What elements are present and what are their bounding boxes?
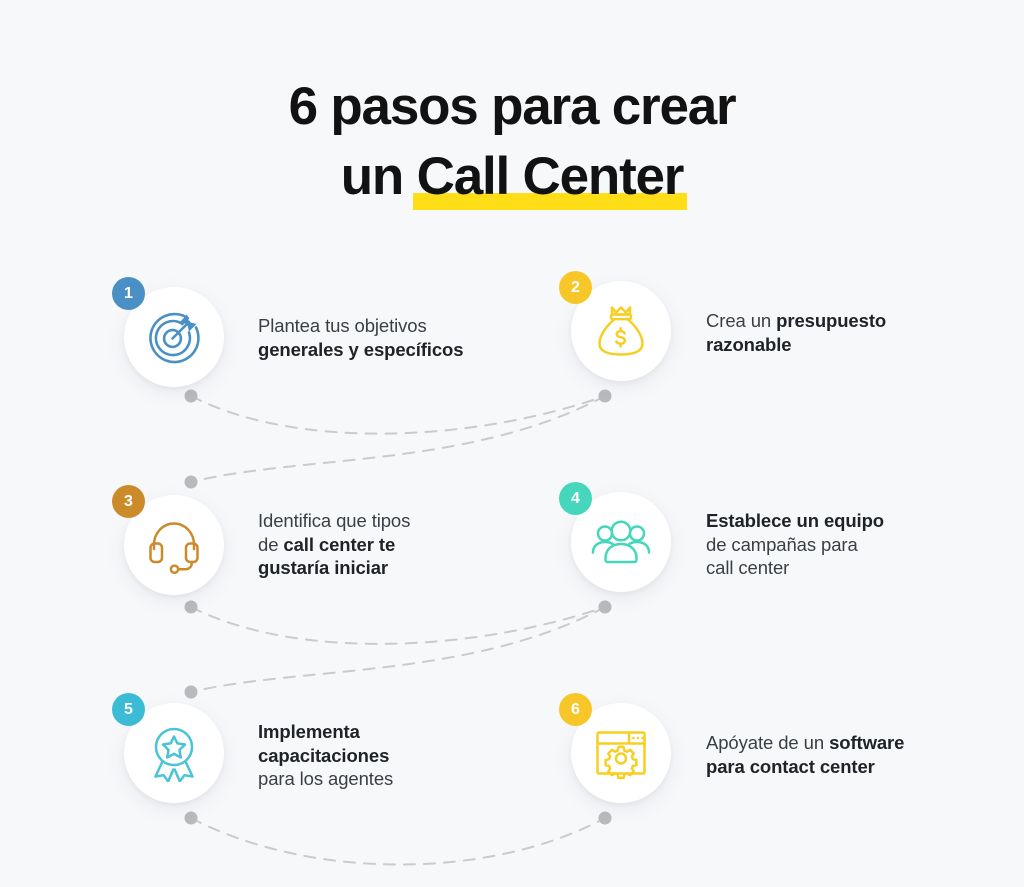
step-4-text: Establece un equipo de campañas para cal…	[706, 509, 884, 580]
step-1-line-1: Plantea tus objetivos	[258, 315, 427, 336]
step-4-badge: 4	[559, 482, 592, 515]
step-6-text: Apóyate de un software para contact cent…	[706, 731, 904, 778]
step-6-icon-disc	[571, 703, 671, 803]
browser-gear-icon	[592, 724, 650, 782]
connector-dot	[184, 475, 198, 489]
step-5-line-2: capacitaciones	[258, 744, 390, 766]
step-6-badge: 6	[559, 693, 592, 726]
connector-2-3	[190, 395, 606, 483]
step-4-line-1: Establece un equipo	[706, 510, 884, 531]
connector-dot	[598, 600, 612, 614]
step-6-line-1a: Apóyate de un	[706, 732, 830, 753]
connector-dot	[598, 389, 612, 403]
step-5-line-1: Implementa	[258, 721, 360, 742]
step-2-text: Crea un presupuesto razonable	[706, 309, 886, 356]
step-4-line-3: call center	[706, 557, 790, 578]
connector-dot	[184, 811, 198, 825]
headset-icon	[145, 516, 203, 574]
step-3-line-1: Identifica que tipos	[258, 510, 411, 531]
step-2-badge: 2	[559, 271, 592, 304]
connector-4-5	[190, 606, 606, 693]
step-1-line-2: generales y específicos	[258, 338, 464, 360]
step-3-line-3: gustaría iniciar	[258, 557, 389, 578]
step-5-badge: 5	[112, 693, 145, 726]
title-highlight: Call Center	[412, 142, 687, 212]
step-3-line-2a: de	[258, 533, 284, 555]
connector-1-2	[190, 395, 606, 435]
target-icon	[144, 307, 204, 367]
step-3-text: Identifica que tipos de call center te g…	[258, 509, 410, 580]
connector-5-6	[190, 817, 606, 866]
step-2-line-1b: presupuesto	[776, 310, 887, 331]
page-title: 6 pasos para crear un Call Center	[0, 72, 1024, 212]
step-2-line-1a: Crea un	[706, 310, 777, 331]
step-4-line-2: de campañas para	[706, 533, 858, 555]
connector-dot	[184, 600, 198, 614]
step-3-badge: 3	[112, 485, 145, 518]
people-group-icon	[590, 511, 652, 573]
title-line-2-prefix: un	[340, 147, 417, 206]
step-3-line-2b: call center te	[283, 533, 396, 555]
connector-dot	[598, 811, 612, 825]
step-1-text: Plantea tus objetivos generales y especí…	[258, 314, 464, 361]
step-5-text: Implementa capacitaciones para los agent…	[258, 720, 393, 791]
connector-dot	[184, 685, 198, 699]
step-2-line-2: razonable	[706, 333, 792, 355]
step-5-line-3: para los agentes	[258, 768, 394, 789]
step-1-badge: 1	[112, 277, 145, 310]
step-6-line-2: para contact center	[706, 755, 875, 777]
award-medal-icon	[145, 724, 203, 782]
title-line-2: un Call Center	[0, 142, 1024, 212]
connector-3-4	[190, 606, 606, 645]
money-bag-icon	[592, 302, 650, 360]
title-line-1: 6 pasos para crear	[288, 77, 737, 136]
connector-dot	[184, 389, 198, 403]
step-6-line-1b: software	[829, 732, 905, 753]
